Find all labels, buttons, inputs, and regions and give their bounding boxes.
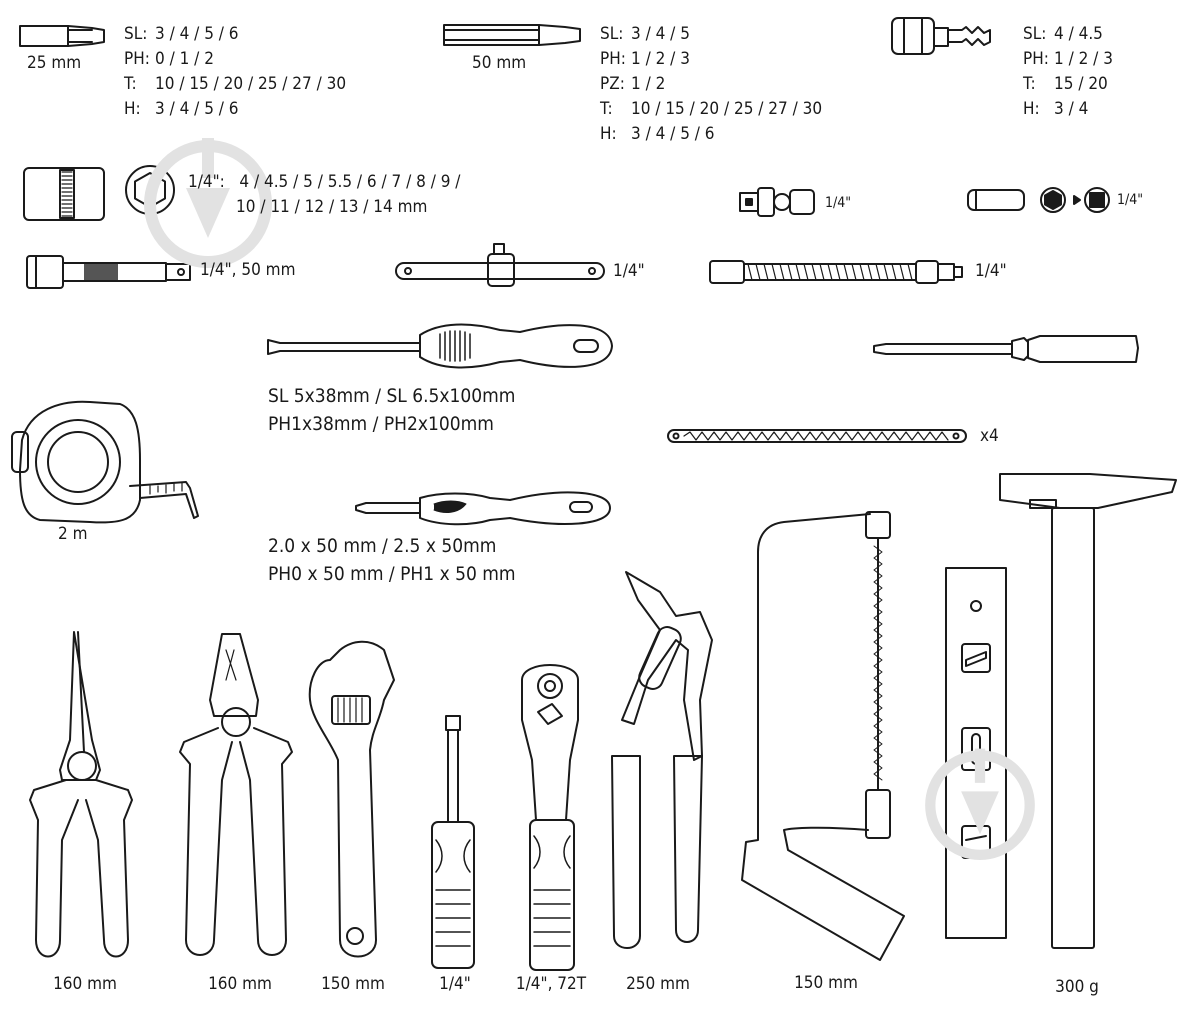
bit-25mm-icon [19,25,105,47]
precision-screwdriver-sizes-line1: 2.0 x 50 mm / 2.5 x 50mm [268,535,497,557]
spec-key: H: [1023,99,1040,119]
spec-row: SL: 3 / 4 / 5 / 6 [124,22,346,47]
spec-key: PH: [1023,49,1049,69]
spec-value: 10 / 15 / 20 / 25 / 27 / 30 [155,74,347,94]
spec-key: PZ: [600,74,625,94]
spec-row: SL: 4 / 4.5 [1023,22,1113,47]
hammer-weight: 300 g [1055,977,1099,997]
extension-bar-icon [26,255,191,289]
spec-value: 3 / 4 / 5 [631,24,690,44]
screwdriver-large-icon [267,323,613,369]
tape-measure-icon [11,400,199,524]
spec-key: T: [124,74,137,94]
hacksaw-size: 150 mm [794,973,858,993]
extension-bar-size: 1/4", 50 mm [200,260,296,280]
ratchet-size: 1/4", 72T [515,974,587,994]
spec-value: 0 / 1 / 2 [155,49,214,69]
precision-screwdriver-icon [355,491,611,526]
hacksaw-blade-icon [667,429,967,443]
spirit-level-icon [945,567,1007,939]
spec-key: H: [600,124,617,144]
spec-value: 3 / 4 [1054,99,1089,119]
universal-joint-size: 1/4" [825,195,852,211]
spec-row: PZ: 1 / 2 [600,72,822,97]
water-pump-pliers-icon [611,571,713,949]
universal-joint-icon [739,187,815,217]
precision-screwdriver-sizes-line2: PH0 x 50 mm / PH1 x 50 mm [268,563,516,585]
spec-key: T: [1023,74,1036,94]
adjustable-wrench-size: 150 mm [321,974,385,994]
long-nose-pliers-size: 160 mm [53,974,117,994]
adjustable-wrench-icon [308,640,395,958]
spec-key: SL: [124,24,148,44]
spec-row: H: 3 / 4 / 5 / 6 [124,97,346,122]
bit-socket-specs: SL: 4 / 4.5 PH:1 / 2 / 3 T: 15 / 20 H: 3 / … [1023,22,1113,122]
bit-holder-size: 1/4" [439,974,471,994]
bit-socket-icon [891,17,991,55]
socket-icon [23,167,105,221]
spec-row: T: 10 / 15 / 20 / 25 / 27 / 30 [600,97,822,122]
bit-50mm-icon [443,24,581,46]
spec-key: SL: [1023,24,1047,44]
combination-pliers-size: 160 mm [208,974,272,994]
spec-value: 4 / 4.5 [1054,24,1103,44]
t-handle-icon [395,243,605,287]
bit-holder-screwdriver-icon [431,715,475,969]
spec-row: T: 15 / 20 [1023,72,1113,97]
bit-25mm-specs: SL: 3 / 4 / 5 / 6 PH:0 / 1 / 2 T: 10 / 15 … [124,22,346,122]
spec-key: T: [600,99,613,119]
adapter-icon [967,187,1110,213]
spec-value: 3 / 4 / 5 / 6 [155,99,239,119]
watermark-logo-icon [144,138,272,268]
spec-value: 1 / 2 [631,74,666,94]
hammer-icon [999,473,1177,949]
spec-row: SL: 3 / 4 / 5 [600,22,822,47]
flexible-shaft-size: 1/4" [975,261,1007,281]
adapter-size: 1/4" [1117,192,1144,208]
spec-value: 3 / 4 / 5 / 6 [155,24,239,44]
spec-value: 1 / 2 / 3 [631,49,690,69]
screwdriver-slim-icon [873,335,1139,363]
spec-key: SL: [600,24,624,44]
bit-25mm-size: 25 mm [27,53,82,73]
spec-key: PH: [124,49,150,69]
bit-50mm-specs: SL: 3 / 4 / 5 PH:1 / 2 / 3 PZ: 1 / 2 T: 10 … [600,22,822,147]
watermark-logo-icon [925,748,1035,860]
flexible-shaft-icon [709,260,963,284]
combination-pliers-icon [179,633,293,956]
spec-key: H: [124,99,141,119]
hacksaw-blade-count: x4 [980,426,999,446]
spec-key: PH: [600,49,626,69]
screwdriver-sizes-line2: PH1x38mm / PH2x100mm [268,413,494,435]
spec-value: 15 / 20 [1054,74,1108,94]
t-handle-size: 1/4" [613,261,645,281]
long-nose-pliers-icon [29,631,133,958]
hacksaw-icon [741,511,905,961]
socket-sizes-line1: 1/4": 4 / 4.5 / 5 / 5.5 / 6 / 7 / 8 / 9 … [188,172,461,192]
spec-row: H: 3 / 4 [1023,97,1113,122]
socket-sizes-line2: 10 / 11 / 12 / 13 / 14 mm [236,197,428,217]
spec-row: PH:1 / 2 / 3 [1023,47,1113,72]
bit-50mm-size: 50 mm [472,53,527,73]
spec-row: PH:1 / 2 / 3 [600,47,822,72]
tape-measure-length: 2 m [58,524,88,544]
screwdriver-sizes-line1: SL 5x38mm / SL 6.5x100mm [268,385,516,407]
water-pump-pliers-size: 250 mm [626,974,690,994]
spec-row: T: 10 / 15 / 20 / 25 / 27 / 30 [124,72,346,97]
spec-value: 3 / 4 / 5 / 6 [631,124,715,144]
spec-value: 1 / 2 / 3 [1054,49,1113,69]
spec-row: H: 3 / 4 / 5 / 6 [600,122,822,147]
ratchet-icon [521,664,579,971]
spec-row: PH:0 / 1 / 2 [124,47,346,72]
spec-value: 10 / 15 / 20 / 25 / 27 / 30 [631,99,823,119]
